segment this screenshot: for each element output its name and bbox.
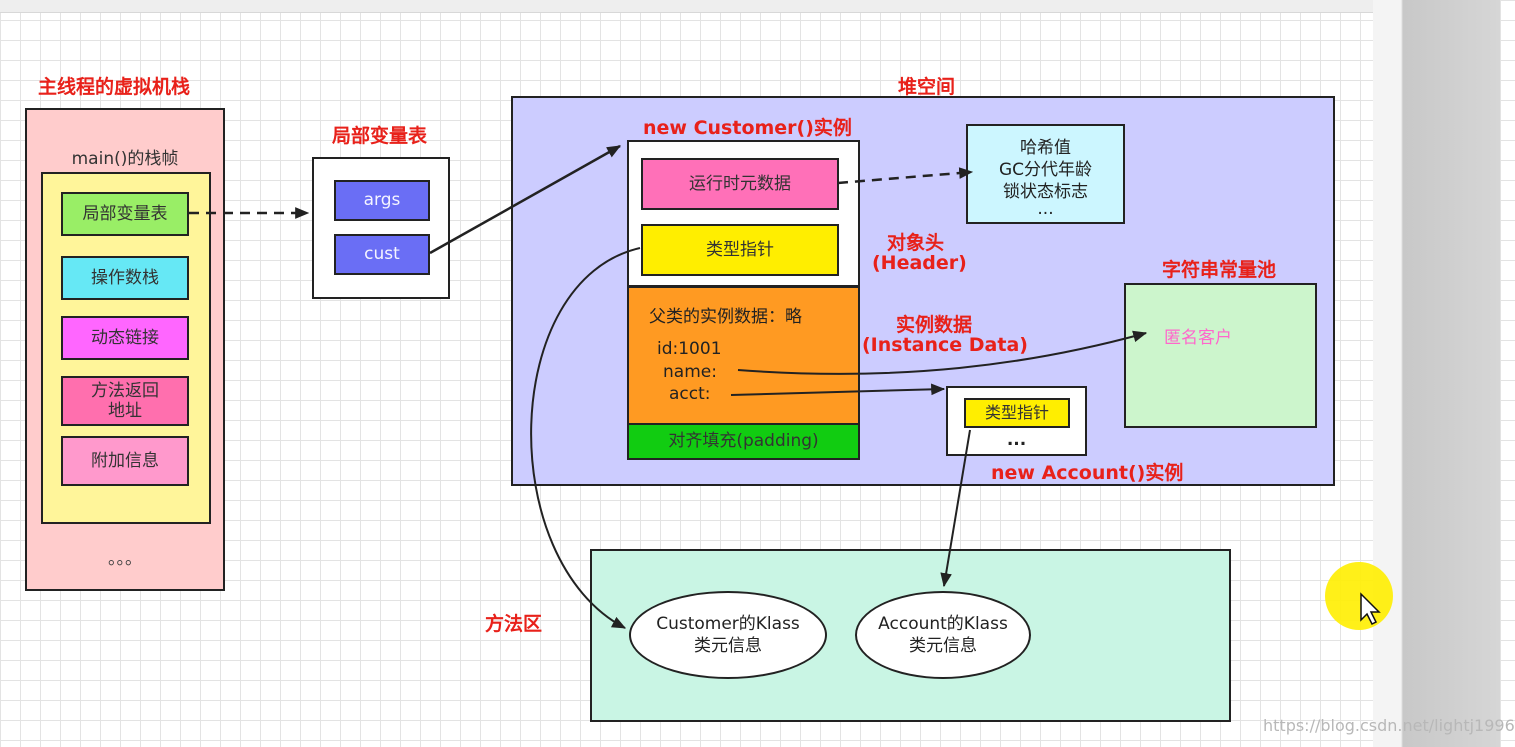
local-variable-table-entry: 局部变量表 <box>61 192 189 236</box>
customer-type-pointer: 类型指针 <box>641 224 839 276</box>
vm-stack-title: 主线程的虚拟机栈 <box>38 76 191 98</box>
vm-stack: main()的栈帧 局部变量表 操作数栈 动态链接 方法返回 地址 附加信息 。… <box>25 108 225 591</box>
meta-gc-age: GC分代年龄 <box>998 160 1093 180</box>
instance-data-area: 父类的实例数据：略 id:1001 name: acct: <box>627 286 860 425</box>
customer-instance-title: new Customer()实例 <box>643 117 852 139</box>
local-table-title: 局部变量表 <box>332 125 428 147</box>
field-id: id:1001 <box>657 339 722 359</box>
instance-data-label: 实例数据 <box>896 314 973 336</box>
return-address-entry: 方法返回 地址 <box>61 376 189 426</box>
runtime-metadata: 运行时元数据 <box>641 158 839 210</box>
side-panel <box>1373 0 1500 747</box>
arrow-cust-to-customer <box>429 144 622 255</box>
customer-klass: Customer的Klass 类元信息 <box>629 591 827 679</box>
header-label-en: (Header) <box>872 252 967 274</box>
string-pool-title: 字符串常量池 <box>1162 259 1277 281</box>
alignment-padding: 对齐填充(padding) <box>627 423 860 460</box>
account-instance: 类型指针 ... <box>946 386 1087 456</box>
account-type-pointer: 类型指针 <box>964 398 1070 428</box>
meta-ellipsis: ... <box>1037 199 1054 219</box>
arrow-name-to-string <box>737 330 1148 375</box>
meta-lock-flag: 锁状态标志 <box>1003 182 1088 202</box>
main-stack-frame: 局部变量表 操作数栈 动态链接 方法返回 地址 附加信息 <box>41 172 211 524</box>
arrow-meta-to-info <box>837 167 974 185</box>
arrow-acct-to-account <box>730 383 946 396</box>
cursor-highlight <box>1325 562 1393 630</box>
var-cust: cust <box>334 234 430 275</box>
string-anonymous-customer: 匿名客户 <box>1164 328 1232 348</box>
object-header-area: 运行时元数据 类型指针 <box>627 140 860 287</box>
parent-instance-data: 父类的实例数据：略 <box>649 307 802 327</box>
meta-hash: 哈希值 <box>1020 138 1071 158</box>
account-ellipsis: ... <box>1006 430 1027 450</box>
arrow-account-to-account-klass <box>940 429 971 588</box>
account-klass: Account的Klass 类元信息 <box>855 591 1031 679</box>
header-label: 对象头 <box>887 232 945 254</box>
local-variable-table: args cust <box>312 157 450 299</box>
dynamic-linking-entry: 动态链接 <box>61 316 189 360</box>
watermark: https://blog.csdn.net/lightj1996 <box>1263 716 1515 735</box>
operand-stack-entry: 操作数栈 <box>61 256 189 300</box>
extra-info-entry: 附加信息 <box>61 436 189 486</box>
account-instance-title: new Account()实例 <box>991 462 1184 484</box>
field-name: name: <box>663 362 717 382</box>
method-area-title: 方法区 <box>485 613 543 635</box>
var-args: args <box>334 180 430 221</box>
heap-title: 堆空间 <box>898 76 956 98</box>
window-top-bar <box>0 0 1500 13</box>
string-constant-pool: 匿名客户 <box>1124 283 1317 428</box>
stack-frame-title: main()的栈帧 <box>71 149 179 169</box>
arrow-pointer-to-customer-klass <box>530 247 641 629</box>
field-acct: acct: <box>669 384 711 404</box>
header-meta-info: 哈希值 GC分代年龄 锁状态标志 ... <box>966 124 1125 224</box>
stack-ellipsis: 。。。 <box>108 549 142 569</box>
instance-data-label-en: (Instance Data) <box>862 334 1028 356</box>
